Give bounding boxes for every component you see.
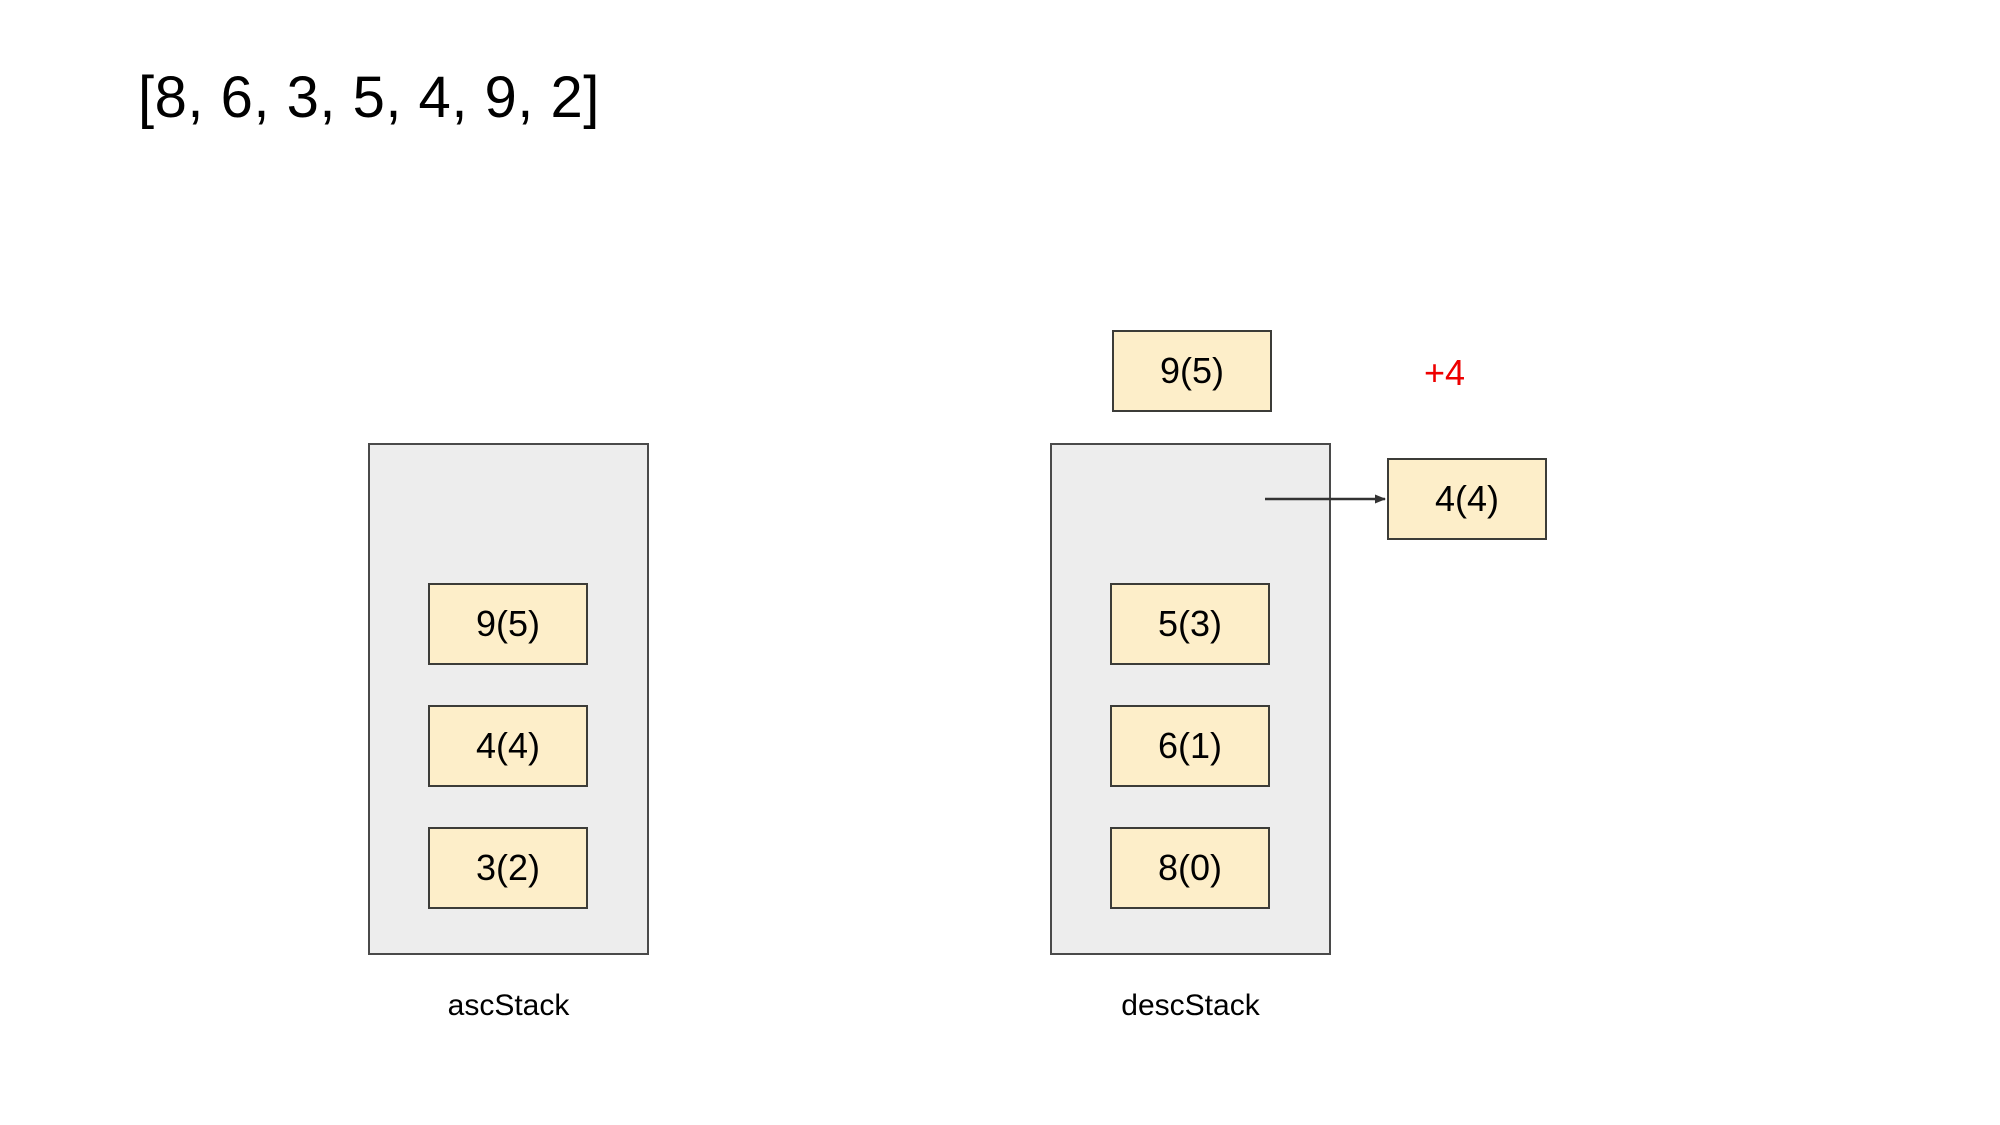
delta-annotation: +4 (1424, 352, 1466, 393)
page-title: [8, 6, 3, 5, 4, 9, 2] (138, 65, 600, 130)
asc-stack-cell: 3(2) (428, 827, 588, 909)
incoming-cell: 4(4) (1387, 458, 1547, 540)
asc-stack-cell: 4(4) (428, 705, 588, 787)
asc-stack-cell: 9(5) (428, 583, 588, 665)
popped-cell: 9(5) (1112, 330, 1272, 412)
asc-stack-caption: ascStack (447, 989, 570, 1022)
desc-stack-caption: descStack (1121, 989, 1260, 1022)
desc-stack-cell: 5(3) (1110, 583, 1270, 665)
desc-stack-cell: 8(0) (1110, 827, 1270, 909)
desc-stack-cell: 6(1) (1110, 705, 1270, 787)
